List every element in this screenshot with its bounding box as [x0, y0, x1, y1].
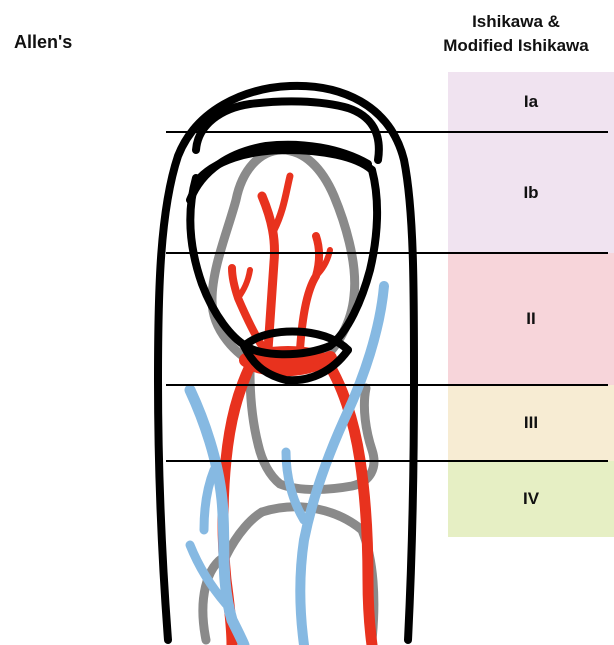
artery-branch-left-small: [238, 270, 250, 298]
middle-phalanx-base-bone: [262, 507, 374, 640]
artery-branch-central-left: [262, 196, 275, 350]
joint-cap-bone: [226, 512, 262, 556]
vein-left-branch: [204, 470, 214, 530]
artery-branch-central-top: [274, 176, 290, 230]
